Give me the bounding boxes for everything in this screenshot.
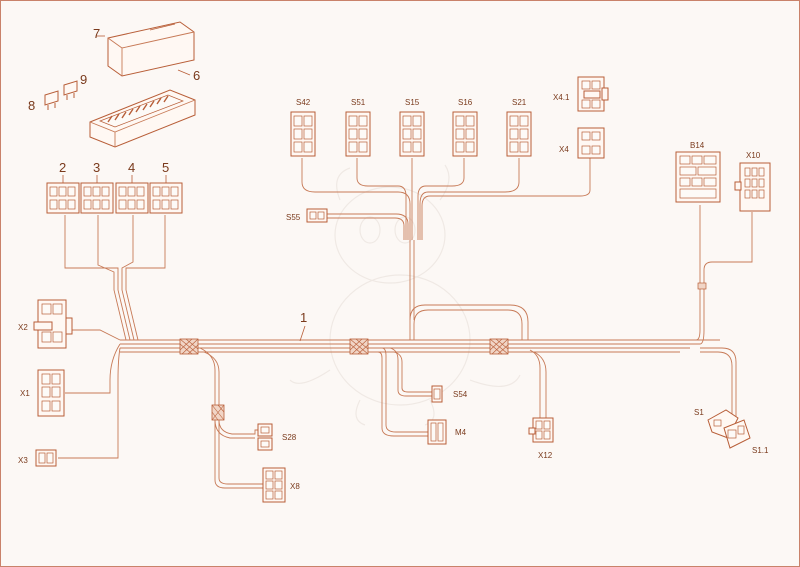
- branch-s28-x8: [199, 347, 263, 489]
- label-relay-3: 3: [93, 160, 100, 175]
- label-s1-1: S1.1: [752, 446, 769, 455]
- label-s55: S55: [286, 213, 301, 222]
- module-b14: [675, 151, 721, 203]
- switch-s51: [345, 111, 371, 157]
- label-s28: S28: [282, 433, 297, 442]
- label-x4-1: X4.1: [553, 93, 570, 102]
- label-harness-1: 1: [300, 310, 307, 325]
- branch-s1: [700, 347, 737, 418]
- switch-s55: [306, 208, 328, 223]
- connector-x4: [577, 127, 605, 159]
- label-fuse-9: 9: [80, 72, 87, 87]
- fuse-box-base: [89, 89, 196, 148]
- branch-b14-x10: [680, 205, 753, 345]
- switch-s54: [431, 385, 443, 403]
- motor-m4: [427, 419, 447, 445]
- label-x4: X4: [559, 145, 569, 154]
- switch-s28: [257, 423, 273, 451]
- label-s15: S15: [405, 98, 420, 107]
- label-x10: X10: [746, 151, 761, 160]
- connector-x8: [262, 467, 286, 503]
- braid-sleeves: [179, 338, 509, 421]
- label-m4: M4: [455, 428, 467, 437]
- label-x8: X8: [290, 482, 300, 491]
- label-x12: X12: [538, 451, 553, 460]
- label-s51: S51: [351, 98, 366, 107]
- top-switch-wires: [301, 157, 591, 240]
- label-x2: X2: [18, 323, 28, 332]
- connector-x3: [35, 449, 57, 467]
- connector-x12: [528, 417, 554, 443]
- relay-block-row: [46, 175, 183, 214]
- switch-s16: [452, 111, 478, 157]
- label-cover-7: 7: [93, 26, 100, 41]
- switch-s21: [506, 111, 532, 157]
- branch-s54-m4: [372, 347, 432, 437]
- connector-x10: [734, 162, 771, 212]
- left-branches: [58, 215, 166, 459]
- main-harness: [120, 240, 720, 353]
- switch-s42: [290, 111, 316, 157]
- switch-s1: [707, 409, 751, 449]
- switch-s15: [399, 111, 425, 157]
- label-x1: X1: [20, 389, 30, 398]
- label-s21: S21: [512, 98, 527, 107]
- branch-x12: [529, 349, 547, 420]
- label-fuse-8: 8: [28, 98, 35, 113]
- label-s54: S54: [453, 390, 468, 399]
- label-fusebox-6: 6: [193, 68, 200, 83]
- connector-x2: [33, 299, 73, 349]
- label-s16: S16: [458, 98, 473, 107]
- watermark-mascot: [289, 164, 521, 426]
- fuse-parts: [44, 80, 78, 110]
- label-b14: B14: [690, 141, 705, 150]
- label-s1: S1: [694, 408, 704, 417]
- label-relay-4: 4: [128, 160, 135, 175]
- label-x3: X3: [18, 456, 28, 465]
- label-relay-2: 2: [59, 160, 66, 175]
- connector-x4-1: [577, 76, 609, 112]
- connector-x1: [37, 369, 65, 417]
- label-relay-5: 5: [162, 160, 169, 175]
- label-s42: S42: [296, 98, 311, 107]
- fuse-box-cover: [107, 21, 195, 77]
